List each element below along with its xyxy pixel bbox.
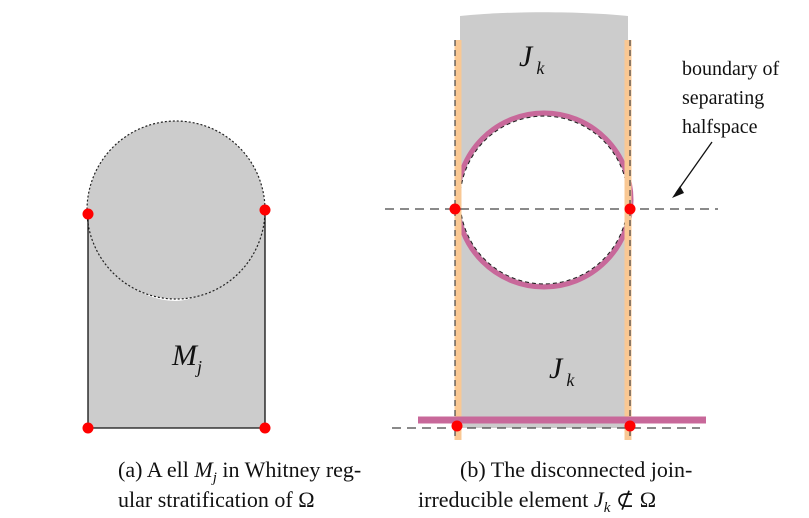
- caption-b-line1: (b) The disconnected join-: [460, 457, 692, 482]
- vertex-dot: [624, 203, 636, 215]
- caption-a-line2: ular stratification of Ω: [118, 487, 315, 512]
- annotation-line1: boundary of: [682, 58, 780, 80]
- caption-b-line2: irreducible element Jk ⊄ Ω: [418, 487, 656, 516]
- annotation-line3: halfspace: [682, 116, 758, 138]
- circle-disk: [86, 120, 266, 300]
- circle-hole: [459, 115, 629, 285]
- annotation-arrow: [675, 141, 713, 194]
- vertex-dot: [82, 208, 94, 220]
- annotation-line2: separating: [682, 87, 764, 109]
- vertex-dot: [449, 203, 461, 215]
- panel-a: Mj (a) A ell Mj in Whitney reg- ular str…: [82, 120, 361, 512]
- cell-label: Mj: [171, 339, 202, 377]
- vertex-dot: [259, 204, 271, 216]
- cell-region: [88, 210, 265, 428]
- vertex-dot: [451, 420, 463, 432]
- vertex-dot: [624, 420, 636, 432]
- vertex-dot: [259, 422, 271, 434]
- caption-a-line1: (a) A ell Mj in Whitney reg-: [118, 457, 361, 486]
- cell-outline: [87, 210, 266, 429]
- vertex-dot: [82, 422, 94, 434]
- arrow-head: [672, 186, 684, 198]
